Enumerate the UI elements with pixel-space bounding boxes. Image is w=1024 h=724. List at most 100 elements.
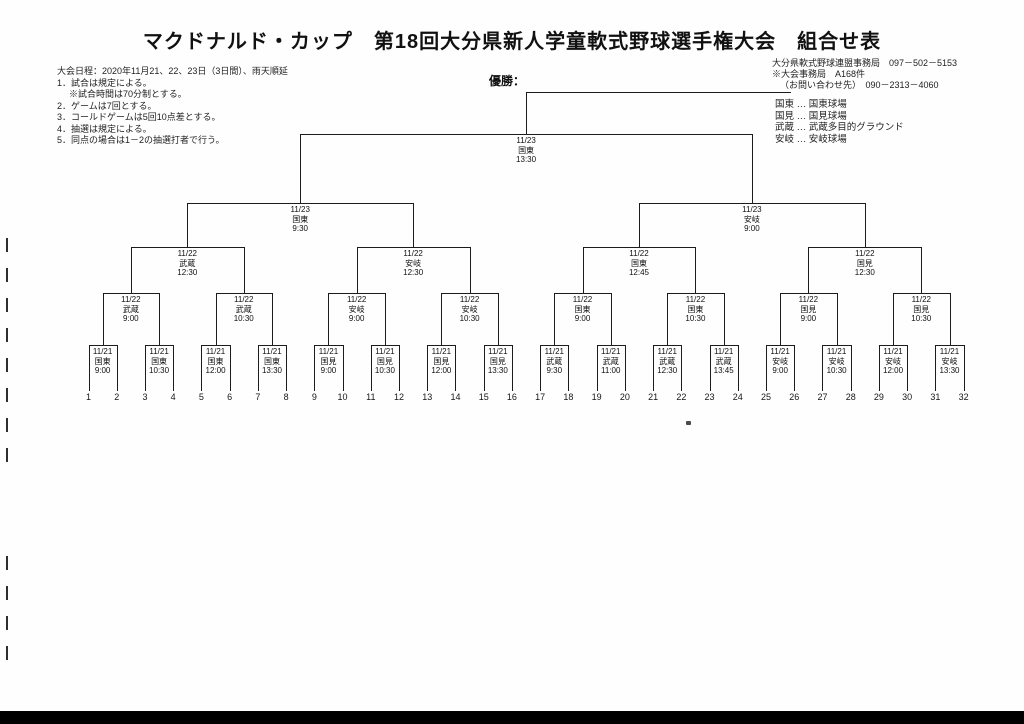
match-time: 9:00 [744,224,760,233]
match-venue: 武蔵 [179,258,196,268]
match-venue: 国見 [433,356,450,366]
slot-number: 27 [817,392,828,402]
slot-number: 9 [311,392,317,402]
bracket-line [963,345,965,391]
bracket-line [822,345,824,391]
scan-artifact [6,238,8,252]
bracket-line [511,345,513,391]
match-time: 12:30 [854,268,875,277]
bracket-line [399,345,401,391]
match-time: 10:30 [459,314,480,323]
contact-info: 大分県軟式野球連盟事務局 097－502－5153※大会事務局 A168件（お問… [772,58,1017,91]
match-time: 13:45 [713,366,734,375]
slot-number: 24 [732,392,743,402]
match-venue: 国見 [913,304,930,314]
bracket-line [907,345,909,391]
match-time: 13:30 [516,155,537,164]
bracket-line [794,345,796,391]
match-venue: 安岐 [885,356,902,366]
scan-edge-bar [0,711,1024,724]
bracket-line [653,345,655,391]
slot-number: 2 [114,392,120,402]
bracket-line [384,293,386,346]
slot-number: 4 [170,392,176,402]
bracket-line [667,293,669,346]
match-time: 12:45 [628,268,649,277]
bracket-line [88,345,90,391]
contact-line: 大分県軟式野球連盟事務局 097－502－5153 [772,58,958,68]
bracket-line [610,293,612,346]
match-venue: 国東 [630,258,647,268]
bracket-line [681,345,683,391]
bracket-line [695,247,697,294]
match-date: 11/21 [544,347,564,356]
slot-number: 3 [142,392,148,402]
match-time: 9:30 [292,224,308,233]
scan-artifact [686,421,691,425]
scan-artifact [6,586,8,600]
match-date: 11/22 [798,295,819,304]
bracket-line [130,247,132,294]
contact-line: （お問い合わせ先） 090－2313－4060 [780,80,939,90]
bracket-line [455,345,457,391]
match-date: 11/21 [883,347,903,356]
slot-number: 31 [930,392,941,402]
match-date: 11/23 [742,205,762,214]
scan-artifact [6,298,8,312]
match-date: 11/21 [939,347,960,356]
match-venue: 国東 [687,304,704,314]
slot-number: 10 [337,392,348,402]
match-venue: 武蔵 [235,304,252,314]
venues-line: 国見 … 国見球場 [775,110,847,122]
bracket-line [427,345,429,391]
slot-number: 30 [902,392,913,402]
notes-line: 大会日程：2020年11月21、22、23日（3日間）、雨天順延 [57,66,288,76]
slot-number: 18 [563,392,574,402]
match-venue: 武蔵 [546,356,563,366]
scan-artifact [6,268,8,282]
bracket-line [271,293,273,346]
match-date: 11/22 [459,295,480,304]
match-time: 10:30 [149,366,170,375]
match-date: 11/21 [262,347,282,356]
match-time: 9:00 [348,314,365,323]
match-date: 11/22 [121,295,141,304]
slot-number: 29 [873,392,884,402]
match-venue: 国見 [856,258,873,268]
match-date: 11/22 [685,295,706,304]
bracket-line [624,345,626,391]
bracket-line [766,345,768,391]
match-time: 9:00 [800,314,817,323]
match-date: 11/21 [770,347,790,356]
slot-number: 1 [85,392,91,402]
slot-number: 21 [648,392,659,402]
bracket-line [483,345,485,391]
slot-number: 12 [394,392,405,402]
slot-number: 16 [506,392,517,402]
match-venue: 武蔵 [602,356,619,366]
match-date: 11/22 [572,295,593,304]
bracket-line [780,293,782,346]
venue-legend: 国東 … 国東球場国見 … 国見球場武蔵 … 武蔵多目的グラウンド安岐 … 安岐… [775,99,1005,145]
bracket-line [370,345,372,391]
bracket-line [215,293,217,346]
venues-line: 武蔵 … 武蔵多目的グラウンド [775,122,904,133]
scan-artifact [6,556,8,570]
bracket-line [413,203,415,248]
bracket-line [864,203,866,248]
match-date: 11/21 [431,347,452,356]
match-venue: 安岐 [405,258,422,268]
bracket-line [243,247,245,294]
